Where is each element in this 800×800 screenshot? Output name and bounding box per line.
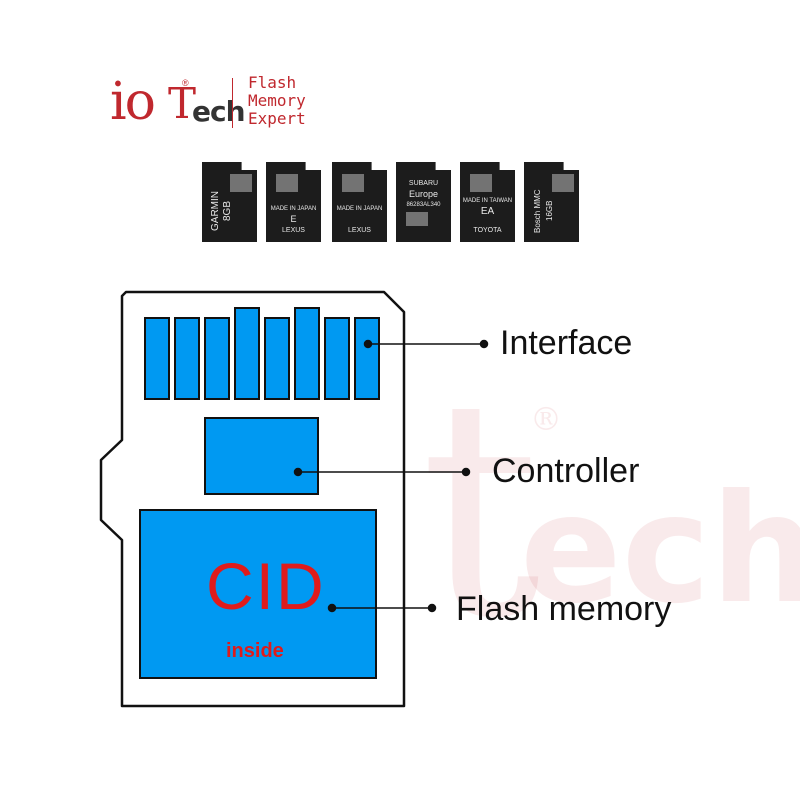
cid-label: CID [206,549,326,623]
iotech-logo: io T ® ech Flash Memory Expert [110,72,340,132]
card-logo-blur [276,174,298,192]
logo-divider [232,78,233,128]
interface-pins [144,307,380,400]
watermark-ech: ech [520,463,800,637]
pin-4 [234,307,260,400]
card-subaru: SUBARU Europe 86283AL340 [396,162,451,242]
controller-block [204,417,319,495]
card-note: MADE IN TAIWAN [462,198,513,204]
card-brand: LEXUS [282,227,305,234]
pin-8 [354,317,380,400]
card-logo-blur [342,174,364,192]
card-code: 86283AL340 [406,202,441,208]
flash-dot-start [327,603,337,613]
pin-7 [324,317,350,400]
pin-1 [144,317,170,400]
card-toyota: MADE IN TAIWAN EA TOYOTA [460,162,515,242]
logo-registered-mark: ® [182,78,189,88]
card-logo-blur [406,212,428,226]
cid-inside-label: inside [226,640,284,662]
card-bosch: Bosch MMC 16GB [524,162,579,242]
card-brand: TOYOTA [473,227,502,234]
interface-dot-start [363,339,373,349]
logo-tagline: Flash Memory Expert [248,74,306,128]
tagline-line-1: Flash [248,73,297,92]
card-logo-blur [230,174,252,192]
card-logo-blur [552,174,574,192]
card-code: EA [480,206,495,217]
tagline-line-3: Expert [248,109,306,128]
card-note: MADE IN JAPAN [336,206,383,212]
card-brand: SUBARU [408,180,439,187]
flash-memory-label: Flash memory [456,590,672,628]
interface-label: Interface [500,324,633,362]
controller-dot-end [461,467,471,477]
card-note: Europe [408,189,439,199]
card-brand: LEXUS [348,227,371,234]
flash-memory-block [139,509,377,679]
sd-card-strip: GARMIN 8GB MADE IN JAPAN E LEXUS MADE IN… [202,162,592,242]
pin-2 [174,317,200,400]
logo-io: io [110,72,156,132]
card-logo-blur [470,174,492,192]
card-garmin: GARMIN 8GB [202,162,257,242]
interface-dot-end [479,339,489,349]
card-lexus-2: MADE IN JAPAN LEXUS [332,162,387,242]
flash-dot-end [427,603,437,613]
card-lexus-1: MADE IN JAPAN E LEXUS [266,162,321,242]
watermark-registered: ® [530,400,562,438]
pin-6 [294,307,320,400]
card-note: MADE IN JAPAN [270,206,317,212]
pin-3 [204,317,230,400]
card-code: E [290,214,297,224]
tagline-line-2: Memory [248,91,306,110]
watermark-t: t [420,335,541,684]
controller-label: Controller [492,452,640,490]
pin-5 [264,317,290,400]
logo-t: T [168,79,197,128]
logo-ech: ech [192,95,246,128]
controller-dot-start [293,467,303,477]
